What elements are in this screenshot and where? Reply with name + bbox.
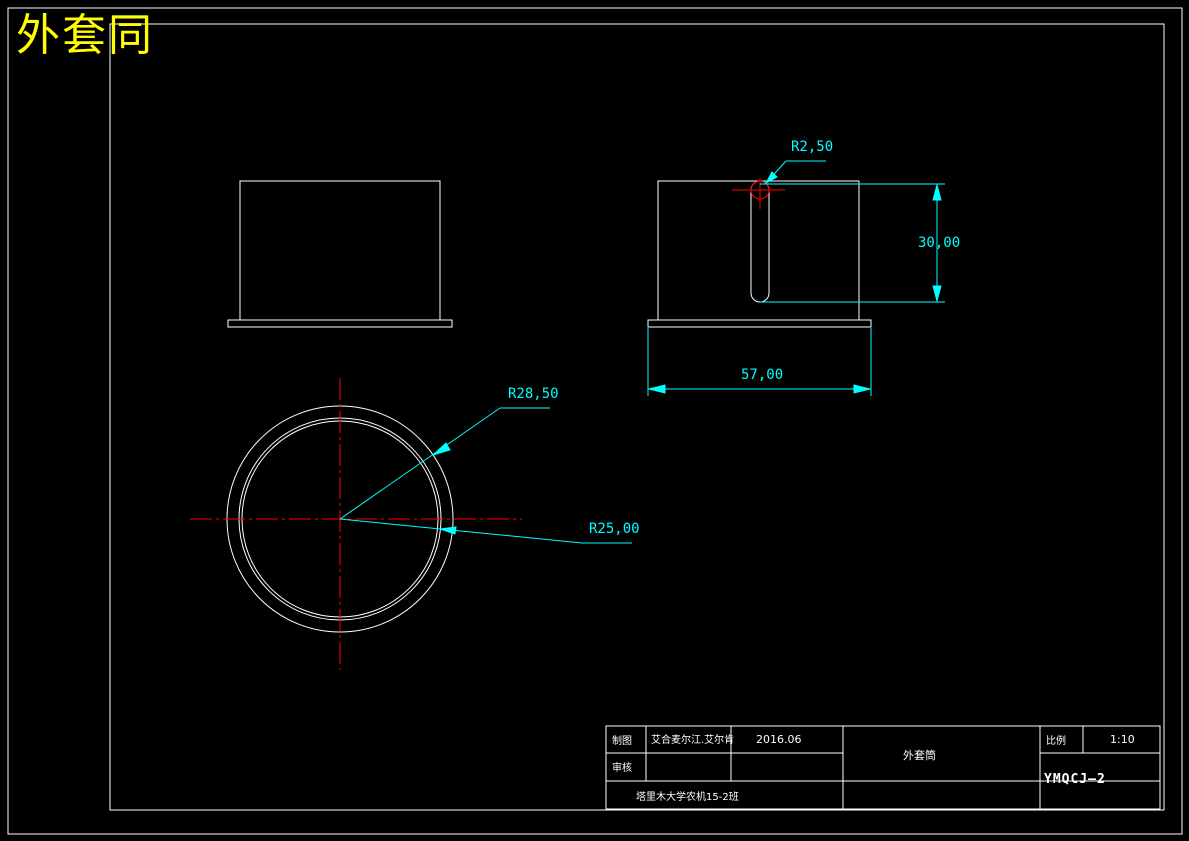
dim-inner-radius: [339, 518, 632, 544]
title-block-date: 2016.06: [756, 733, 802, 746]
front-view-flange: [227, 319, 453, 328]
dim-text-overall-width: 57,00: [741, 367, 783, 383]
dim-text-outer-radius: R28,50: [508, 386, 559, 402]
title-block-scale-label: 比例: [1046, 734, 1066, 747]
side-view-body: [657, 180, 860, 321]
dim-slot-radius: [764, 160, 826, 185]
side-view: [647, 160, 945, 396]
title-block: [605, 725, 1161, 810]
dim-outer-radius: [339, 407, 550, 520]
title-block-checked-label: 审核: [612, 761, 632, 774]
overlay-title: 外套同: [16, 10, 154, 61]
dim-slot-length: [760, 183, 945, 303]
side-view-flange: [647, 319, 872, 328]
dim-text-inner-radius: R25,00: [589, 521, 640, 537]
sheet-inner-frame: [109, 23, 1165, 811]
front-view: [227, 180, 453, 328]
title-block-scale-value: 1:10: [1110, 733, 1135, 746]
title-block-school: 塔里木大学农机15-2班: [636, 790, 739, 803]
title-block-part-name: 外套筒: [903, 748, 936, 762]
title-block-drawn-name: 艾合麦尔江.艾尔肯: [651, 733, 734, 746]
dim-text-slot-radius: R2,50: [791, 139, 833, 155]
top-view: [190, 378, 632, 670]
dim-overall-width: [647, 328, 872, 396]
title-block-drawn-label: 制图: [612, 734, 632, 747]
title-block-drawing-code: YMQCJ—2: [1044, 772, 1106, 787]
dim-text-slot-length: 30,00: [918, 235, 960, 251]
front-view-body: [239, 180, 441, 321]
sheet-outer-border: [7, 7, 1183, 835]
